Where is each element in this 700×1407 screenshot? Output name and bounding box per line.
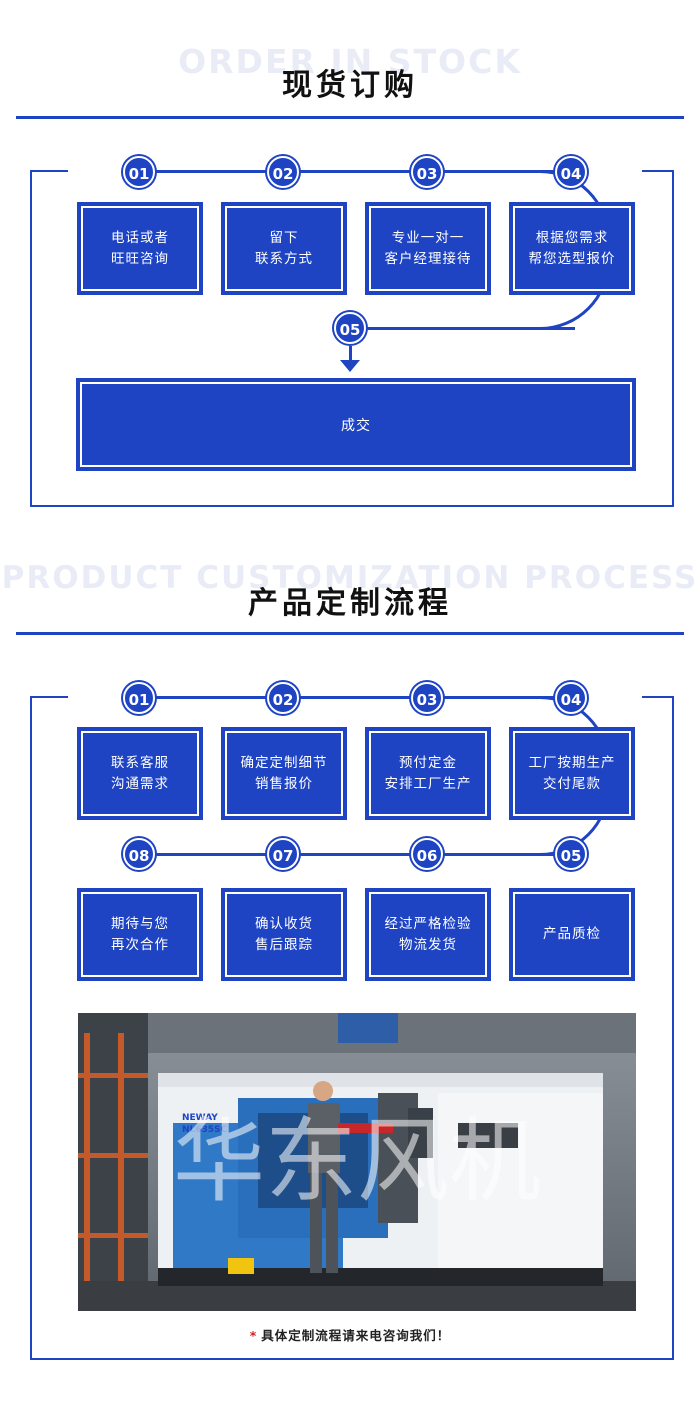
step-box-05: 产品质检 <box>509 888 635 981</box>
section1-title: 现货订购 <box>282 68 418 103</box>
step-label-line1: 电话或者 <box>111 229 169 246</box>
section2-frame <box>30 696 674 1360</box>
step-label-line1: 工厂按期生产 <box>528 754 616 771</box>
consult-note: *具体定制流程请来电咨询我们！ <box>0 1325 700 1344</box>
section2-bg-title: PRODUCT CUSTOMIZATION PROCESS <box>1 560 699 596</box>
step-badge-07: 07 <box>267 838 299 870</box>
step-label-line2: 再次合作 <box>111 936 169 953</box>
step-box-02: 留下联系方式 <box>221 202 347 295</box>
step-badge-03: 03 <box>411 682 443 714</box>
section2-title: 产品定制流程 <box>248 586 452 621</box>
step-label-line2: 联系方式 <box>255 250 313 267</box>
step-badge-04: 04 <box>555 156 587 188</box>
step-label-line2: 沟通需求 <box>111 775 169 792</box>
step-badge-01: 01 <box>123 156 155 188</box>
step-label-line1: 产品质检 <box>543 926 601 942</box>
machine-illustration: NEWAY NL635SC 华东风机 <box>78 1013 636 1311</box>
step-label-line2: 旺旺咨询 <box>111 250 169 267</box>
deal-box: 成交 <box>76 378 636 471</box>
step-label-line1: 专业一对一 <box>391 229 465 246</box>
step-badge-02: 02 <box>267 682 299 714</box>
step-label-line2: 帮您选型报价 <box>528 250 616 267</box>
section1-divider <box>16 116 684 119</box>
step-box-07: 确认收货售后跟踪 <box>221 888 347 981</box>
deal-label: 成交 <box>341 417 371 434</box>
note-star: * <box>249 1328 258 1343</box>
step-box-06: 经过严格检验物流发货 <box>365 888 491 981</box>
machine-model: NL635SC <box>182 1125 228 1135</box>
step-label-line2: 客户经理接待 <box>384 250 472 267</box>
step-label-line2: 销售报价 <box>255 775 313 792</box>
step-badge-08: 08 <box>123 838 155 870</box>
section1-bg-title: ORDER IN STOCK <box>178 42 522 81</box>
machine-photo: NEWAY NL635SC 华东风机 <box>78 1013 636 1311</box>
step-badge-05: 05 <box>334 312 366 344</box>
step-label-line1: 根据您需求 <box>535 229 609 246</box>
arrow-down-stem <box>349 346 352 360</box>
step-label-line1: 联系客服 <box>111 754 169 771</box>
step-label-line1: 预付定金 <box>399 754 457 771</box>
section2-divider <box>16 632 684 635</box>
step-badge-03: 03 <box>411 156 443 188</box>
step-label-line2: 售后跟踪 <box>255 936 313 953</box>
section2-connector-row2 <box>139 853 575 856</box>
section1-connector <box>139 170 571 173</box>
step-badge-01: 01 <box>123 682 155 714</box>
step-label-line1: 确定定制细节 <box>240 754 328 771</box>
photo-watermark: 华东风机 <box>173 1108 541 1215</box>
section2-frame-top-right <box>642 696 674 698</box>
step-box-04: 根据您需求帮您选型报价 <box>509 202 635 295</box>
step-badge-02: 02 <box>267 156 299 188</box>
section2-connector-row1 <box>139 696 571 699</box>
step-label-line2: 交付尾款 <box>543 775 601 792</box>
step-box-02: 确定定制细节销售报价 <box>221 727 347 820</box>
step-box-08: 期待与您再次合作 <box>77 888 203 981</box>
step-badge-05: 05 <box>555 838 587 870</box>
step-label-line2: 物流发货 <box>399 936 457 953</box>
section1-frame <box>30 170 674 507</box>
step-badge-04: 04 <box>555 682 587 714</box>
step-box-01: 联系客服沟通需求 <box>77 727 203 820</box>
section1-frame-top-left <box>30 170 68 172</box>
step-badge-06: 06 <box>411 838 443 870</box>
step-label-line2: 安排工厂生产 <box>384 775 472 792</box>
step-label-line1: 确认收货 <box>255 915 313 932</box>
step-box-03: 专业一对一客户经理接待 <box>365 202 491 295</box>
note-text: 具体定制流程请来电咨询我们！ <box>261 1328 451 1343</box>
machine-brand: NEWAY <box>182 1113 218 1123</box>
arrow-down-icon <box>340 360 360 372</box>
step-label-line1: 经过严格检验 <box>384 915 472 932</box>
step-label-line1: 留下 <box>269 229 299 246</box>
step-box-01: 电话或者旺旺咨询 <box>77 202 203 295</box>
section2-frame-top-left <box>30 696 68 698</box>
section1-connector-bottom <box>350 327 575 330</box>
step-box-03: 预付定金安排工厂生产 <box>365 727 491 820</box>
step-box-04: 工厂按期生产交付尾款 <box>509 727 635 820</box>
step-label-line1: 期待与您 <box>111 915 169 932</box>
section1-frame-top-right <box>642 170 674 172</box>
